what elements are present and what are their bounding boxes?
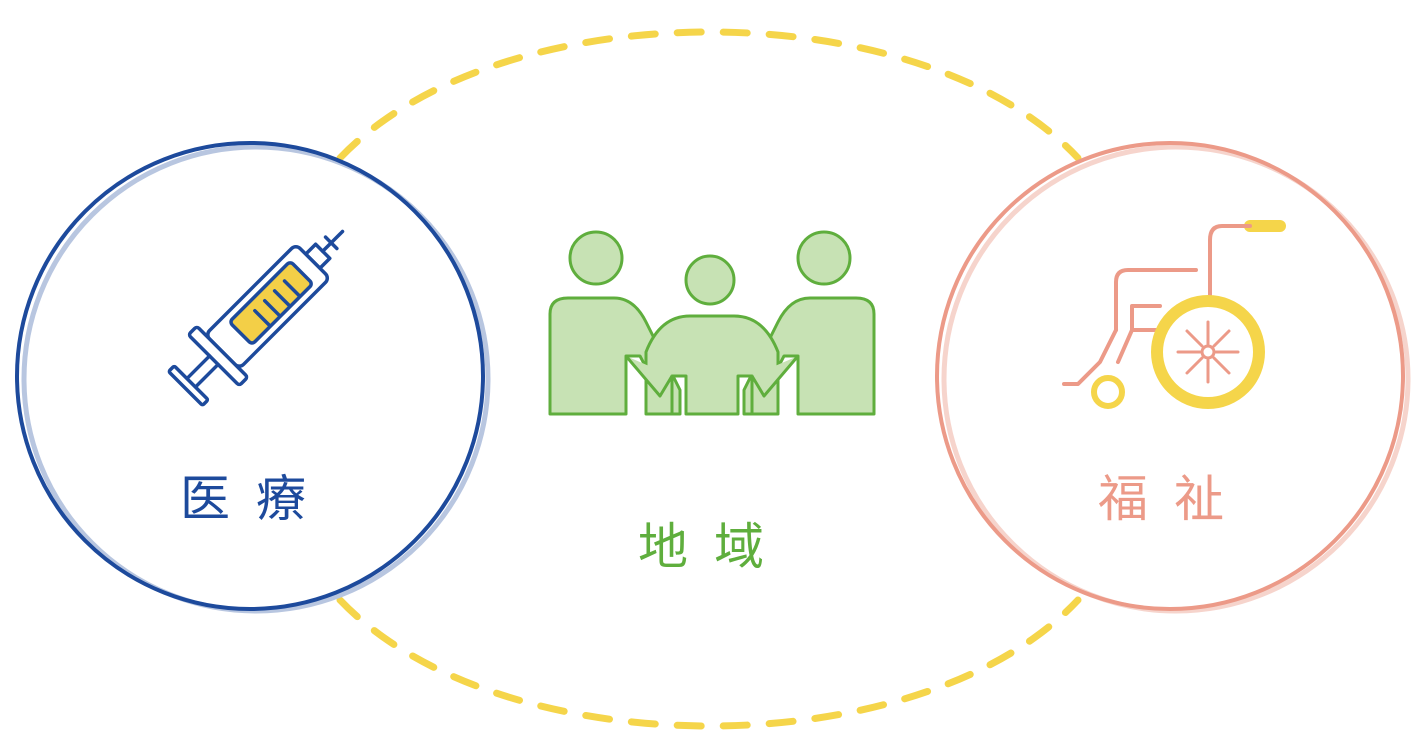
connector-arc-top (336, 28, 1082, 162)
welfare-label: 福祉 (1098, 470, 1250, 528)
community-label: 地域 (638, 518, 790, 576)
syringe-icon (167, 229, 345, 407)
people-holding-hands-icon (548, 230, 876, 416)
medical-label: 医療 (180, 470, 332, 528)
medical-circle (15, 141, 491, 614)
wheelchair-icon (1062, 220, 1286, 409)
connector-arc-bottom (336, 596, 1082, 730)
welfare-circle (935, 141, 1411, 614)
